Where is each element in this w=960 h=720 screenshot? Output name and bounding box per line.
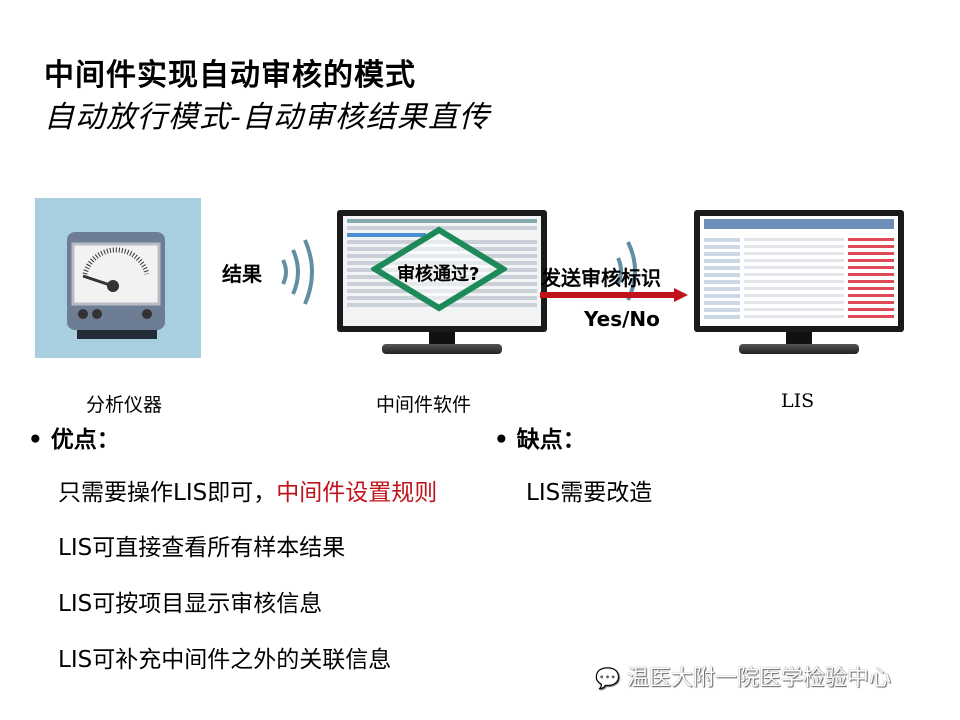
pros-item: LIS可补充中间件之外的关联信息 <box>58 647 392 673</box>
decision-label: 审核通过? <box>397 264 480 285</box>
pros-item: 只需要操作LIS即可，中间件设置规则 <box>58 480 438 506</box>
cons-item: LIS需要改造 <box>526 480 653 506</box>
pros-item: LIS可直接查看所有样本结果 <box>58 535 346 561</box>
slide-subtitle: 自动放行模式-自动审核结果直传 <box>44 100 490 135</box>
lis-screen <box>700 216 898 326</box>
arrow-right-icon <box>540 288 688 302</box>
highlight-text: 中间件设置规则 <box>276 480 438 506</box>
gauge-meter-icon <box>67 232 165 339</box>
wechat-icon: 💬 <box>595 666 620 690</box>
device-caption: 分析仪器 <box>86 394 163 416</box>
send-label: 发送审核标识 <box>541 266 661 290</box>
yes-no-label: Yes/No <box>584 307 660 331</box>
wireless-waves-icon <box>281 239 314 305</box>
cons-heading: • 缺点： <box>494 427 586 453</box>
pros-item: LIS可按项目显示审核信息 <box>58 591 323 617</box>
watermark: 💬 温医大附一院医学检验中心 <box>595 666 891 691</box>
analyzer-image <box>35 198 201 358</box>
result-label: 结果 <box>222 262 262 286</box>
lis-caption: LIS <box>781 390 815 412</box>
middleware-monitor: 审核通过? <box>337 210 547 358</box>
lis-monitor <box>694 210 904 358</box>
pros-heading: • 优点： <box>28 427 120 453</box>
slide-title: 中间件实现自动审核的模式 <box>44 58 416 93</box>
decision-diamond <box>371 226 507 312</box>
middleware-caption: 中间件软件 <box>376 394 472 416</box>
